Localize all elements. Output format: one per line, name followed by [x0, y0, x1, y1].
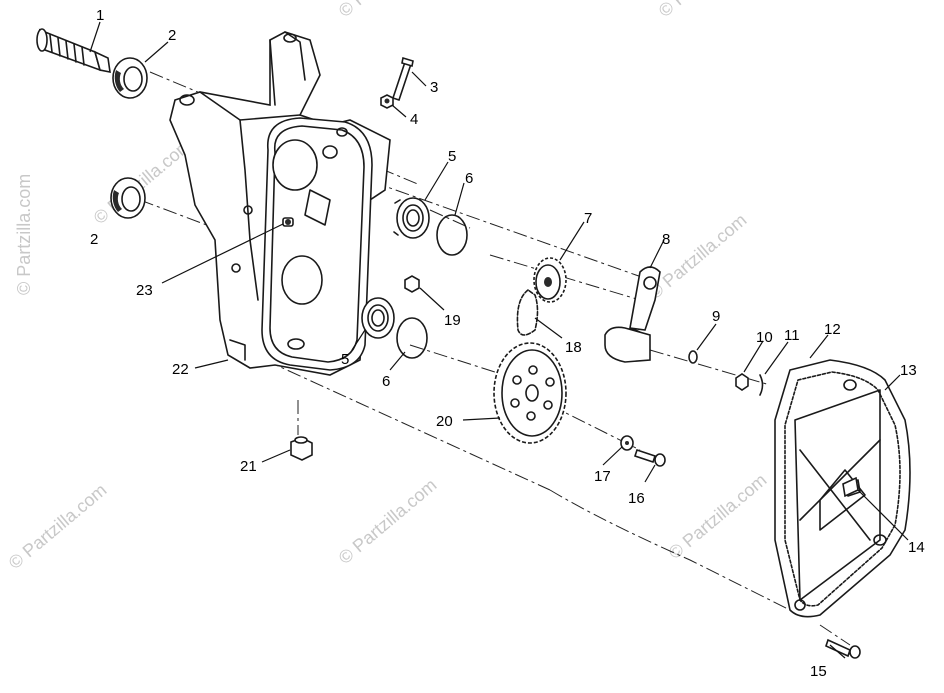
callout-17: 17: [594, 468, 611, 485]
bearing-part: [361, 297, 395, 339]
watermark: © Partzilla: [655, 0, 732, 21]
tensioner-arm-part: [604, 266, 661, 363]
callout-12: 12: [824, 321, 841, 338]
callout-21: 21: [240, 458, 257, 475]
callout-7: 7: [584, 210, 592, 227]
watermark: © Partzilla: [335, 0, 412, 21]
top-sprocket-part: [533, 257, 567, 303]
snap-ring-part: [396, 317, 428, 359]
washer-part: [688, 350, 698, 364]
input-shaft-part: [36, 28, 111, 74]
watermark: © Partzilla.com: [90, 135, 196, 228]
callout-20: 20: [436, 413, 453, 430]
nut-part: [735, 373, 749, 391]
callout-2: 2: [90, 231, 98, 248]
drain-plug-part: [290, 436, 313, 461]
callout-1: 1: [96, 7, 104, 24]
cotter-pin-part: [759, 374, 764, 396]
nut-part: [404, 275, 420, 293]
watermark: © Partzilla.com: [645, 210, 751, 303]
callout-9: 9: [712, 308, 720, 325]
chaincase-cover-part: [774, 359, 911, 618]
bolt-part: [633, 448, 666, 467]
oil-seal-part: [110, 177, 146, 219]
washer-part: [620, 435, 634, 451]
dowel-pin-part: [282, 217, 294, 227]
callout-15: 15: [810, 663, 827, 680]
oil-seal-part: [112, 57, 148, 99]
callout-5: 5: [448, 148, 456, 165]
callout-labels: 1 2 2 3 4 5 5 6 6 7 8 9 10 11 12 13 14 1…: [90, 7, 925, 680]
callout-18: 18: [565, 339, 582, 356]
callout-3: 3: [430, 79, 438, 96]
callout-8: 8: [662, 231, 670, 248]
bearing-part: [393, 197, 430, 239]
callout-22: 22: [172, 361, 189, 378]
chaincase-housing-part: [169, 31, 391, 376]
watermark: © Partzilla.com: [5, 480, 111, 573]
nut-part: [380, 94, 394, 109]
callout-13: 13: [900, 362, 917, 379]
callout-23: 23: [136, 282, 153, 299]
snap-ring-part: [436, 214, 468, 256]
leader-lines: [89, 21, 909, 659]
callout-5: 5: [341, 351, 349, 368]
drive-chain-part: [516, 289, 539, 336]
large-sprocket-part: [493, 342, 567, 444]
callout-2: 2: [168, 27, 176, 44]
bolt-part: [391, 56, 414, 102]
callout-14: 14: [908, 539, 925, 556]
bolt-part: [825, 638, 861, 659]
watermark: © Partzilla.com: [335, 475, 441, 568]
watermark: © Partzilla.com: [14, 174, 34, 295]
callout-6: 6: [465, 170, 473, 187]
callout-10: 10: [756, 329, 773, 346]
callout-16: 16: [628, 490, 645, 507]
callout-11: 11: [784, 327, 800, 344]
watermark: © Partzilla.com: [665, 470, 771, 563]
callout-6: 6: [382, 373, 390, 390]
callout-4: 4: [410, 111, 418, 128]
callout-19: 19: [444, 312, 461, 329]
